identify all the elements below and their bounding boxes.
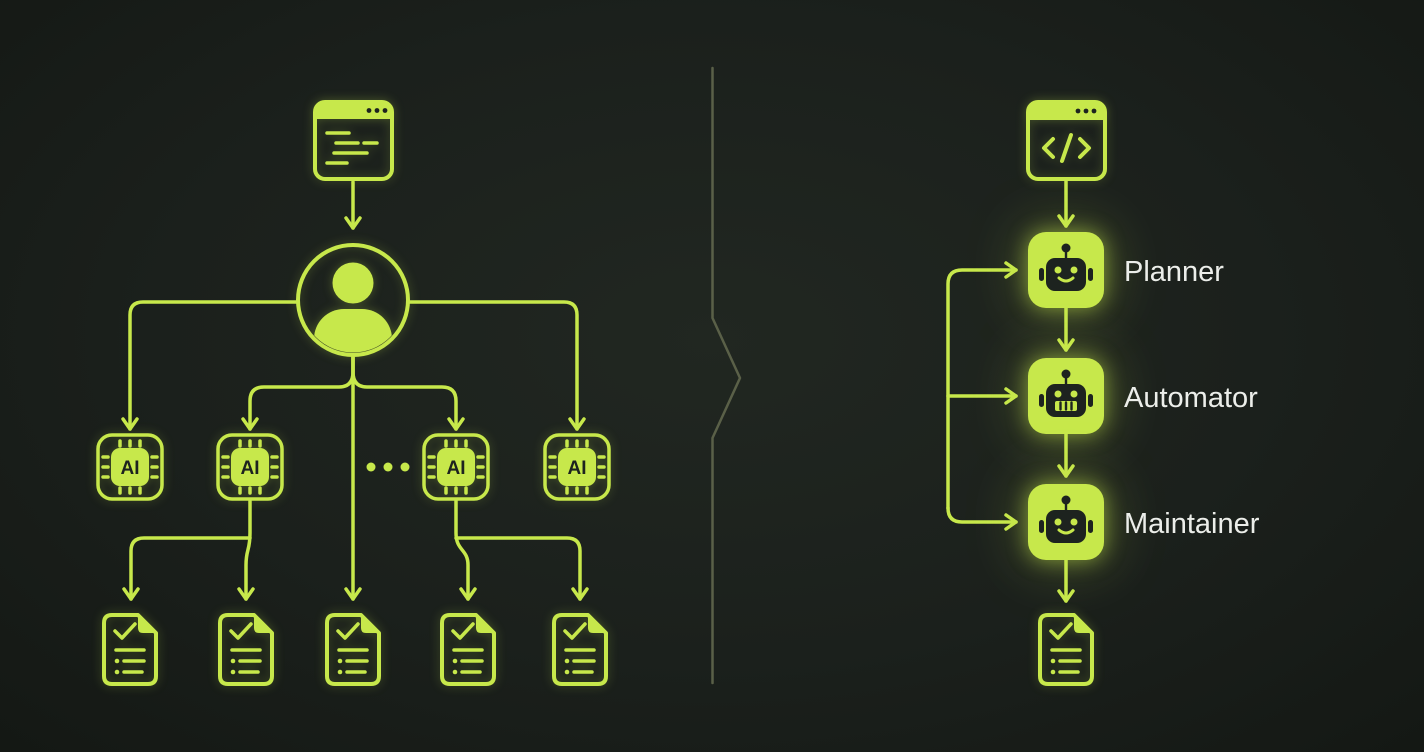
chip-label: AI <box>121 458 140 479</box>
right-panel-agent-pipeline: Planner Automator Maintainer <box>946 100 1260 686</box>
agent-node-planner: Planner <box>1028 232 1224 308</box>
code-brackets-glyph <box>1042 133 1091 163</box>
task-window-icon <box>313 100 394 181</box>
chip-label: AI <box>241 458 260 479</box>
chip-label: AI <box>568 458 587 479</box>
ai-chip-icon: AI <box>422 433 490 501</box>
agents-to-docs-connectors <box>122 499 589 601</box>
doc-check-icon <box>552 613 608 686</box>
agent-node-automator: Automator <box>1028 358 1258 434</box>
doc-check-icon <box>102 613 158 686</box>
doc-check-icon <box>325 613 381 686</box>
left-panel-manual-orchestration: AI AI AI AI <box>96 100 611 686</box>
chip-label: AI <box>447 458 466 479</box>
chevron-divider <box>711 66 742 685</box>
doc-check-icon <box>218 613 274 686</box>
user-icon <box>296 243 410 357</box>
user-to-agents-connectors <box>121 300 586 601</box>
agent-label: Maintainer <box>1124 508 1260 540</box>
agent-node-maintainer: Maintainer <box>1028 484 1260 560</box>
feedback-loop-connectors <box>946 261 1018 531</box>
ai-chip-icon: AI <box>543 433 611 501</box>
agent-label: Automator <box>1124 382 1258 414</box>
code-window-icon <box>1026 100 1107 181</box>
ellipsis-more-agents-icon <box>366 462 410 472</box>
doc-check-icon <box>1038 613 1094 686</box>
doc-check-icon <box>440 613 496 686</box>
ai-chip-icon: AI <box>96 433 164 501</box>
ai-chip-icon: AI <box>216 433 284 501</box>
agent-label: Planner <box>1124 256 1224 288</box>
